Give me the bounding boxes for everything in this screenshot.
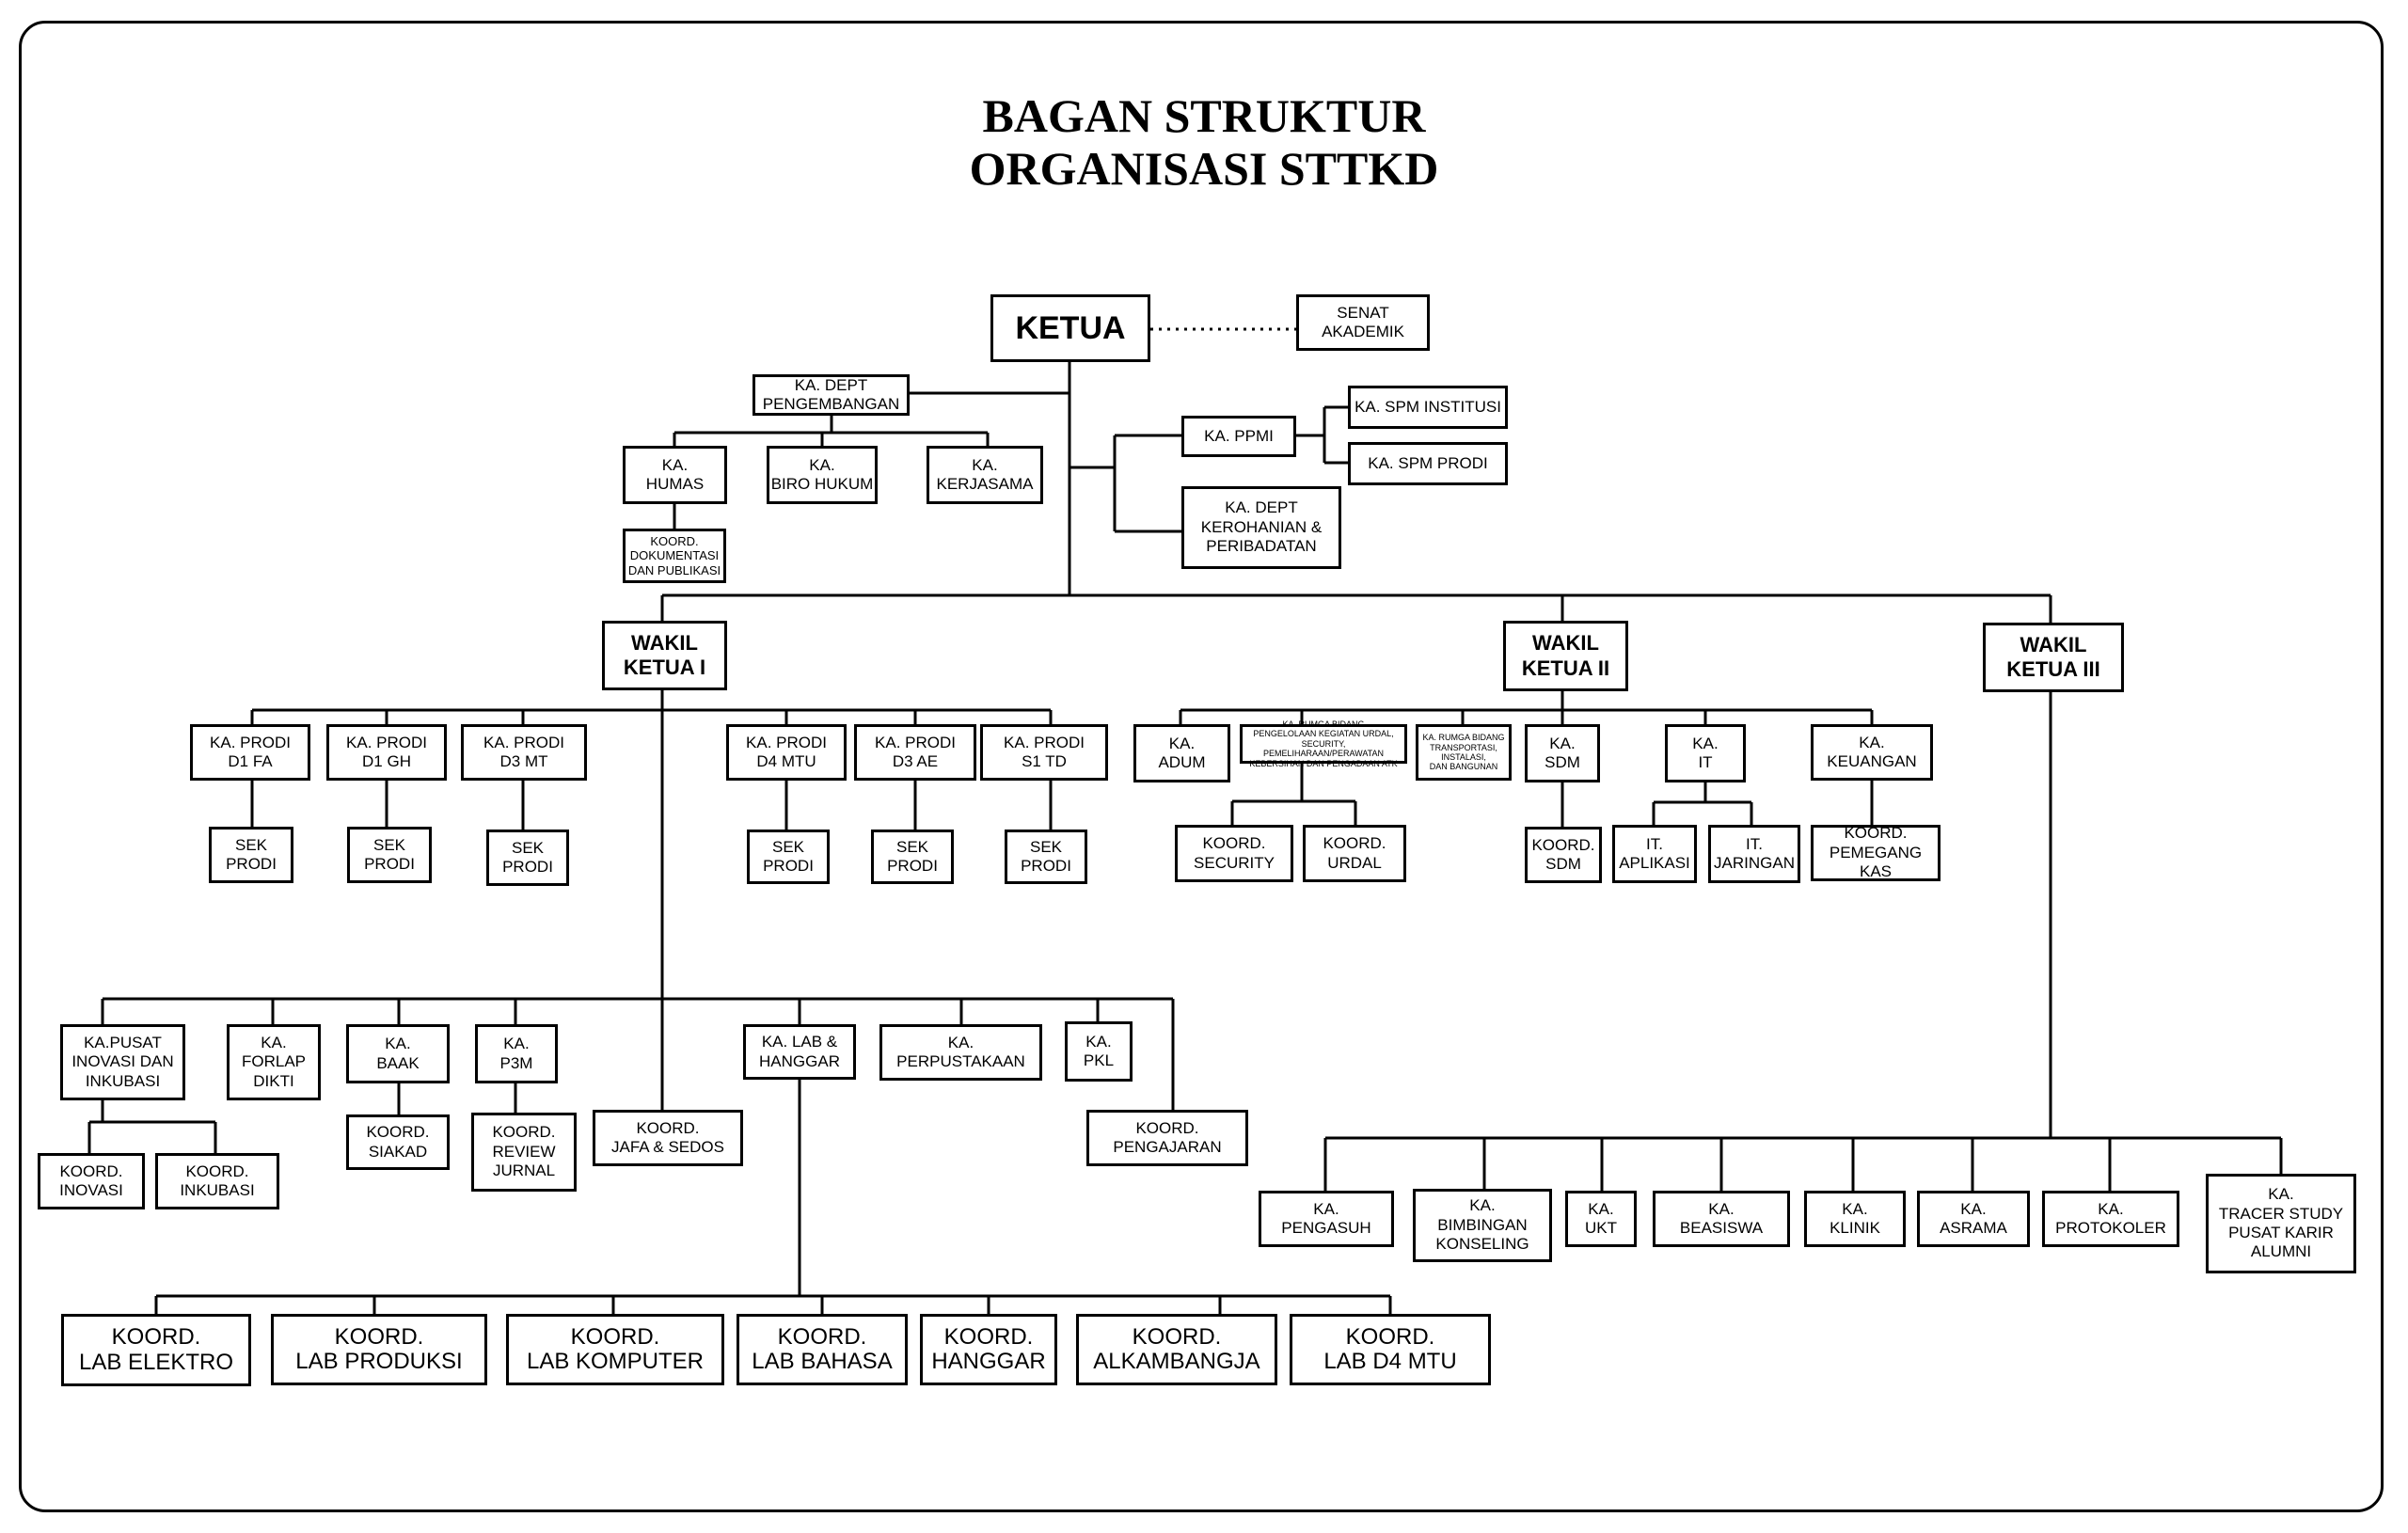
node-senat-akademik: SENAT AKADEMIK [1296, 294, 1430, 351]
node-pusat-inovasi: KA.PUSAT INOVASI DAN INKUBASI [60, 1024, 185, 1100]
node-forlap-dikti: KA. FORLAP DIKTI [227, 1024, 321, 1100]
title-line-2: ORGANISASI STTKD [969, 142, 1439, 195]
node-koord-jafa-sedos: KOORD. JAFA & SEDOS [593, 1110, 743, 1166]
node-dept-pengembangan: KA. DEPT PENGEMBANGAN [752, 374, 910, 416]
node-prodi-d3-ae: KA. PRODI D3 AE [854, 724, 976, 781]
node-protokoler: KA. PROTOKOLER [2042, 1191, 2179, 1247]
node-prodi-d1-fa: KA. PRODI D1 FA [190, 724, 310, 781]
node-koord-inkubasi: KOORD. INKUBASI [155, 1153, 279, 1209]
node-wakil-ketua-2: WAKIL KETUA II [1503, 621, 1628, 691]
node-humas: KA. HUMAS [623, 446, 727, 504]
node-koord-review-jurnal: KOORD. REVIEW JURNAL [471, 1113, 577, 1192]
node-perpustakaan: KA. PERPUSTAKAAN [879, 1024, 1042, 1081]
node-koord-hanggar: KOORD. HANGGAR [920, 1314, 1057, 1385]
node-sek-prodi-d3-ae: SEK PRODI [871, 830, 954, 884]
node-koord-lab-d4-mtu: KOORD. LAB D4 MTU [1290, 1314, 1491, 1385]
node-ukt: KA. UKT [1565, 1191, 1637, 1247]
node-it: KA. IT [1665, 724, 1746, 782]
node-ppmi: KA. PPMI [1181, 416, 1296, 457]
node-prodi-d4-mtu: KA. PRODI D4 MTU [726, 724, 847, 781]
node-beasiswa: KA. BEASISWA [1653, 1191, 1790, 1247]
node-rumga-transportasi: KA. RUMGA BIDANG TRANSPORTASI, INSTALASI… [1416, 724, 1512, 781]
node-asrama: KA. ASRAMA [1917, 1191, 2030, 1247]
node-sek-prodi-d3-mt: SEK PRODI [486, 830, 569, 886]
node-pkl: KA. PKL [1065, 1021, 1133, 1082]
node-klinik: KA. KLINIK [1804, 1191, 1906, 1247]
node-sek-prodi-s1-td: SEK PRODI [1005, 830, 1087, 884]
node-koord-dokumentasi: KOORD. DOKUMENTASI DAN PUBLIKASI [623, 529, 726, 583]
node-tracer-study: KA. TRACER STUDY PUSAT KARIR ALUMNI [2206, 1174, 2356, 1273]
node-koord-inovasi: KOORD. INOVASI [38, 1153, 145, 1209]
node-koord-security: KOORD. SECURITY [1175, 825, 1293, 882]
node-pengasuh: KA. PENGASUH [1259, 1191, 1394, 1247]
title-line-1: BAGAN STRUKTUR [982, 89, 1426, 142]
node-sek-prodi-d4-mtu: SEK PRODI [747, 830, 830, 884]
node-koord-lab-komputer: KOORD. LAB KOMPUTER [506, 1314, 724, 1385]
node-sdm: KA. SDM [1525, 724, 1600, 782]
node-prodi-d3-mt: KA. PRODI D3 MT [461, 724, 587, 781]
node-spm-prodi: KA. SPM PRODI [1348, 442, 1508, 485]
node-wakil-ketua-1: WAKIL KETUA I [602, 621, 727, 690]
node-it-jaringan: IT. JARINGAN [1708, 825, 1800, 883]
node-koord-urdal: KOORD. URDAL [1303, 825, 1406, 882]
node-koord-pemegang-kas: KOORD. PEMEGANG KAS [1811, 824, 1941, 881]
node-prodi-d1-gh: KA. PRODI D1 GH [326, 724, 447, 781]
node-bimbingan-konseling: KA. BIMBINGAN KONSELING [1413, 1189, 1552, 1262]
node-koord-lab-bahasa: KOORD. LAB BAHASA [737, 1314, 908, 1385]
node-rumga-urdal: KA. RUMGA BIDANG PENGELOLAAN KEGIATAN UR… [1240, 719, 1407, 768]
node-baak: KA. BAAK [346, 1024, 450, 1083]
node-koord-lab-produksi: KOORD. LAB PRODUKSI [271, 1314, 487, 1385]
node-spm-institusi: KA. SPM INSTITUSI [1348, 386, 1508, 429]
node-koord-alkambangja: KOORD. ALKAMBANGJA [1076, 1314, 1277, 1385]
node-sek-prodi-d1-gh: SEK PRODI [347, 827, 432, 883]
node-it-aplikasi: IT. APLIKASI [1612, 825, 1697, 883]
diagram-frame [19, 21, 2384, 1512]
node-lab-hanggar: KA. LAB & HANGGAR [743, 1024, 856, 1080]
node-prodi-s1-td: KA. PRODI S1 TD [980, 724, 1108, 781]
node-wakil-ketua-3: WAKIL KETUA III [1983, 623, 2124, 692]
node-koord-lab-elektro: KOORD. LAB ELEKTRO [61, 1314, 251, 1386]
node-sek-prodi-d1-fa: SEK PRODI [209, 827, 293, 883]
chart-title: BAGAN STRUKTUR ORGANISASI STTKD [0, 89, 2408, 195]
node-koord-pengajaran: KOORD. PENGAJARAN [1086, 1110, 1248, 1166]
node-kerjasama: KA. KERJASAMA [927, 446, 1043, 504]
node-ketua: KETUA [990, 294, 1150, 362]
node-koord-siakad: KOORD. SIAKAD [346, 1114, 450, 1170]
node-biro-hukum: KA. BIRO HUKUM [767, 446, 878, 504]
node-p3m: KA. P3M [475, 1024, 558, 1083]
node-dept-kerohanian: KA. DEPT KEROHANIAN & PERIBADATAN [1181, 486, 1341, 569]
node-keuangan: KA. KEUANGAN [1811, 724, 1933, 781]
node-adum: KA. ADUM [1133, 724, 1230, 782]
node-koord-sdm: KOORD. SDM [1525, 827, 1602, 883]
